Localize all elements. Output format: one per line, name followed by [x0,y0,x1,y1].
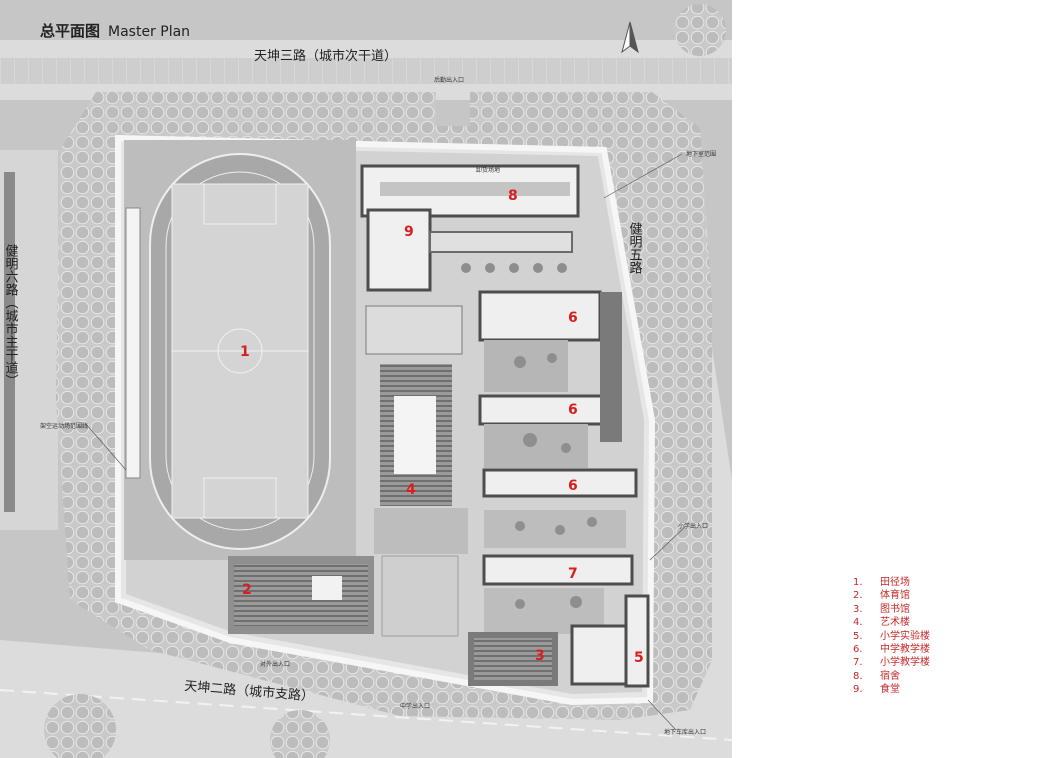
dormitory-roof-strip [380,182,570,196]
legend-label: 田径场 [880,577,910,588]
building-middle-school-c [482,468,638,498]
middle-school-east-wing [600,292,622,442]
marker-middle-school-b: 6 [568,402,578,418]
annotation-primary-gate: 小学出入口 [678,522,708,530]
north-arrow-icon [621,21,639,54]
legend-label: 小学教学楼 [880,657,930,669]
legend-item: 9. 食堂 [853,683,930,696]
legend-item: 2. 体育馆 [853,589,930,602]
legend-number: 5. [853,630,863,642]
road-west-median [4,172,15,512]
primary-lab-wing [624,594,650,688]
annotation-secondary-gate: 中学出入口 [400,702,430,710]
art-building-atrium [394,396,436,474]
legend-label: 体育馆 [880,590,910,602]
legend-item: 4. 艺术楼 [853,616,930,629]
legend-label: 艺术楼 [880,617,910,629]
marker-dormitory: 8 [508,188,518,204]
road-label-east: 健明五路 [627,222,643,274]
annotation-garage-entrance: 地下车库出入口 [664,728,706,736]
central-plaza [374,508,468,554]
grandstand [125,207,141,479]
legend-label: 小学实验楼 [880,630,930,642]
legend-item: 8. 宿舍 [853,670,930,683]
marker-library: 3 [535,648,545,664]
pitch-penalty-box-north [203,183,277,225]
marker-primary-lab: 5 [634,650,644,666]
legend-number: 7. [853,657,863,669]
leader-lines [85,153,687,731]
central-garden [381,555,459,637]
tree-cluster [44,694,116,758]
legend-label: 宿舍 [880,670,900,682]
master-plan-drawing: 总平面图 Master Plan 天坤三路（城市次干道） 天坤二路（城市支路） … [0,0,732,758]
legend-number: 1. [853,577,863,588]
tree-cluster [270,710,330,758]
marker-gymnasium: 2 [242,582,252,598]
annotation-rear-gate: 后勤出入口 [434,76,464,84]
legend-label: 食堂 [880,684,900,696]
legend-item: 1. 田径场 [853,576,930,589]
annotation-public-gate: 对外出入口 [260,660,290,668]
legend-number: 8. [853,670,863,682]
library-roof [474,638,552,680]
legend-label: 图书馆 [880,603,910,615]
road-north-parking [0,58,732,84]
marker-primary-school: 7 [568,566,578,582]
gymnasium-roof [234,564,368,626]
pitch-center-circle [217,328,263,374]
building-middle-school-a [478,290,602,342]
courtyard-trees [461,263,597,609]
annotation-track-fence: 架空运动场范围线 [40,422,88,430]
annotation-loading: 卸货场地 [476,166,500,174]
plan-title-en: Master Plan [108,24,190,40]
legend-number: 6. [853,644,863,656]
courtyard-a [484,340,568,392]
legend-item: 3. 图书馆 [853,603,930,616]
tree-cluster [674,4,726,56]
legend-label: 中学教学楼 [880,644,930,656]
annotation-underground: 地下室范围 [686,150,716,158]
legend-item: 5. 小学实验楼 [853,630,930,643]
courtyard-c [484,510,626,548]
dormitory-wing [429,231,573,253]
legend-number: 3. [853,603,863,615]
running-track-inner-lane [165,171,315,531]
marker-canteen: 9 [404,224,414,240]
courtyard-b [484,424,588,468]
art-courtyard [365,305,463,355]
marker-middle-school-a: 6 [568,310,578,326]
legend-number: 2. [853,590,863,602]
road-label-west: 健明六路（城市主干道） [3,244,19,387]
plan-title-cn: 总平面图 [40,22,100,40]
marker-middle-school-c: 6 [568,478,578,494]
marker-track: 1 [240,344,250,360]
building-canteen [366,208,432,292]
marker-art: 4 [406,482,416,498]
gymnasium-skylight [312,576,342,600]
legend-number: 9. [853,684,863,696]
building-middle-school-b [478,394,622,426]
legend-item: 6. 中学教学楼 [853,643,930,656]
legend-item: 7. 小学教学楼 [853,656,930,669]
road-label-north: 天坤三路（城市次干道） [254,48,397,64]
building-primary-school [482,554,634,586]
legend-number: 4. [853,617,863,629]
pitch-penalty-box-south [203,477,277,519]
legend: 1.田径场 2.体育馆 3.图书馆 4.艺术楼 5.小学实验楼 6.中学教学楼 … [853,576,930,697]
